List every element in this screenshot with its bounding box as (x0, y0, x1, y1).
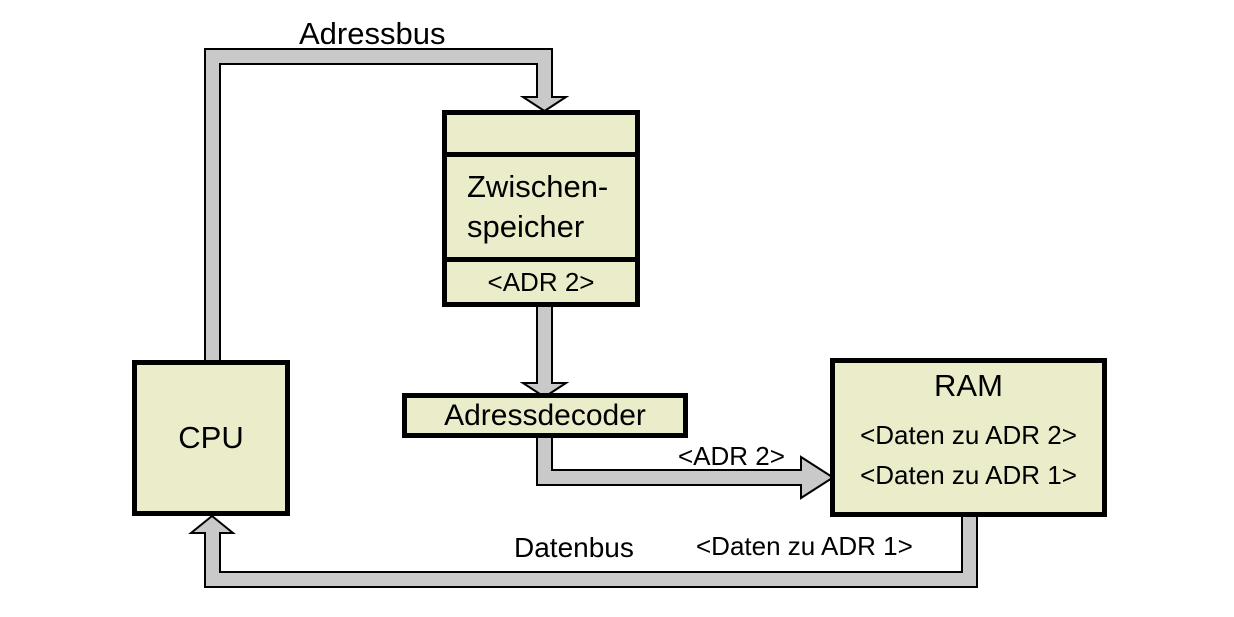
datenbus-arrow (188, 512, 978, 588)
buffer-box: Zwischen- speicher <ADR 2> (442, 110, 640, 307)
ram-data-row: <Daten zu ADR 1> (860, 460, 1077, 490)
address-decoder-box: Adressdecoder (402, 393, 688, 438)
cpu-label: CPU (178, 420, 244, 455)
ram-data-row: <Daten zu ADR 2> (860, 420, 1077, 450)
adr2-bus-label: <ADR 2> (678, 441, 785, 471)
buffer-slot-section: <ADR 2> (447, 257, 635, 302)
buffer-label: Zwischen- speicher (447, 157, 635, 257)
adressbus-label: Adressbus (299, 16, 446, 51)
ram-box: RAM <Daten zu ADR 2> <Daten zu ADR 1> (830, 358, 1107, 517)
buffer-empty-section (447, 115, 635, 157)
buffer-label-line2: speicher (467, 209, 585, 244)
buffer-slot-value: <ADR 2> (487, 266, 595, 297)
decoder-to-ram-arrow (536, 433, 835, 500)
datenbus-label: Datenbus (514, 532, 634, 563)
buffer-label-line1: Zwischen- (467, 169, 609, 204)
address-decoder-label: Adressdecoder (444, 398, 646, 432)
daten-zu-adr1-bus-label: <Daten zu ADR 1> (690, 529, 927, 568)
cpu-box: CPU (132, 360, 290, 516)
buffer-to-decoder-arrow (519, 301, 570, 399)
ram-title: RAM (934, 368, 1003, 403)
